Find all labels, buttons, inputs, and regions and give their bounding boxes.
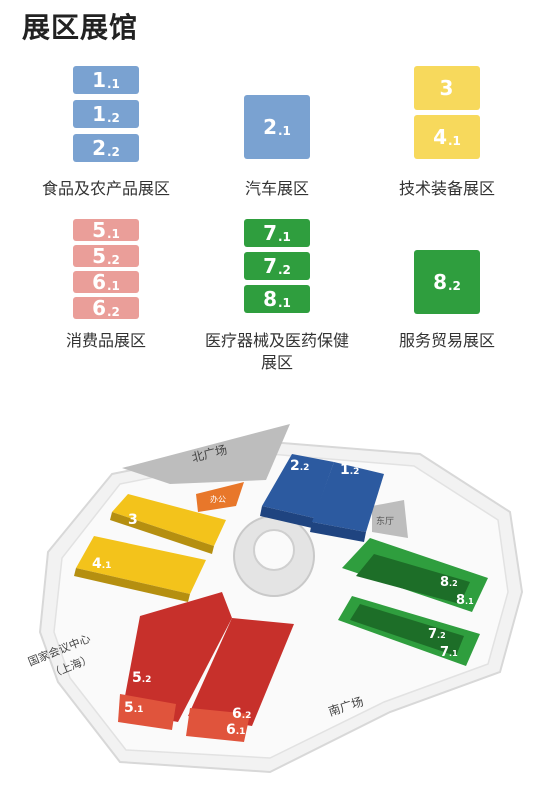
zone-label: 食品及农产品展区 bbox=[41, 179, 170, 198]
center-hub-hole bbox=[253, 529, 295, 571]
hall-3-shade bbox=[110, 512, 214, 554]
east-hall bbox=[372, 500, 408, 538]
hall-tile-7-2: 7.2 bbox=[244, 252, 310, 280]
hall-tile-8-2: 8.2 bbox=[414, 250, 480, 314]
hall-4-1-block bbox=[76, 536, 206, 594]
north-plaza bbox=[122, 424, 290, 484]
page-title: 展区展馆 bbox=[22, 11, 139, 44]
hall-6-lower bbox=[186, 708, 250, 742]
hall-3-label: 3 bbox=[128, 512, 138, 528]
hall-tile-6-2: 6.2 bbox=[73, 296, 139, 320]
office-label: 办公 bbox=[210, 494, 226, 504]
hall-2-2-block bbox=[262, 454, 334, 518]
hall-5-lower bbox=[118, 694, 176, 730]
hall-4-1-shade bbox=[74, 568, 190, 602]
hall-7-1-label: 7.1 bbox=[440, 645, 458, 660]
hall-2-2-shade bbox=[260, 506, 314, 528]
hall-tile-2-2: 2.2 bbox=[73, 134, 139, 162]
hall-2-2-label: 2.2 bbox=[290, 458, 309, 474]
hall-5-2-label: 5.2 bbox=[132, 670, 151, 686]
hall-8-1-label: 8.1 bbox=[456, 593, 474, 608]
hall-tile-6-1: 6.1 bbox=[73, 270, 139, 294]
hall-tile-5-1: 5.1 bbox=[73, 218, 139, 242]
hall-5-block bbox=[122, 592, 232, 722]
hall-1-2-label: 1.2 bbox=[340, 462, 359, 478]
hall-6-block bbox=[188, 618, 294, 726]
office-block bbox=[196, 482, 244, 512]
hall-7-2-label: 7.2 bbox=[428, 627, 446, 642]
hall-tile-8-1: 8.1 bbox=[244, 285, 310, 313]
zone-label: 服务贸易展区 bbox=[398, 331, 495, 350]
hall-1-2-shade bbox=[310, 522, 366, 542]
hall-6-1-label: 6.1 bbox=[226, 722, 245, 738]
hall-1-2-block bbox=[312, 462, 384, 532]
hall-tile-5-2: 5.2 bbox=[73, 244, 139, 268]
venue-map: 北广场 办公 东厅 2.2 1.2 3 4.1 8.2 8.1 7.2 7.1 … bbox=[26, 424, 524, 774]
hall-tile-2-1: 2.1 bbox=[244, 95, 310, 159]
hall-7-inner bbox=[350, 604, 464, 656]
zone-label: 消费品展区 bbox=[65, 331, 146, 350]
hall-6-2-label: 6.2 bbox=[232, 706, 251, 722]
hall-tile-4-1: 4.1 bbox=[414, 115, 480, 159]
hall-4-1-label: 4.1 bbox=[92, 556, 111, 572]
zone-label: 汽车展区 bbox=[244, 179, 309, 198]
hall-tile-3: 3 bbox=[414, 66, 480, 110]
zone-label: 医疗器械及医药保健 展区 bbox=[204, 331, 349, 372]
hall-3-block bbox=[112, 494, 226, 546]
zone-label: 技术装备展区 bbox=[398, 179, 495, 198]
east-hall-label: 东厅 bbox=[376, 515, 394, 527]
hall-8-2-label: 8.2 bbox=[440, 575, 458, 590]
hall-8-inner bbox=[356, 554, 470, 604]
hall-5-1-label: 5.1 bbox=[124, 700, 143, 716]
hall-tile-1-2: 1.2 bbox=[73, 100, 139, 128]
hall-tile-7-1: 7.1 bbox=[244, 219, 310, 247]
hall-tile-1-1: 1.1 bbox=[73, 66, 139, 94]
